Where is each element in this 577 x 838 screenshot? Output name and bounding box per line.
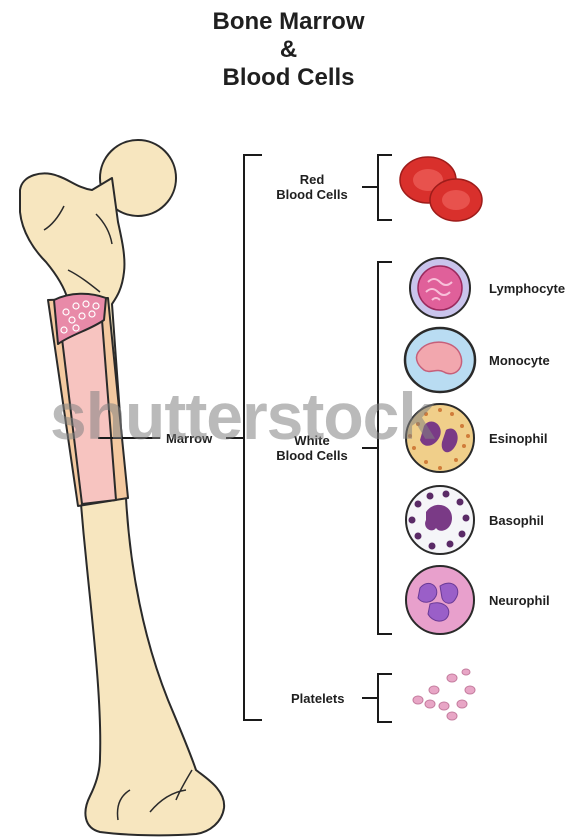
main-bracket (244, 155, 262, 720)
red-label-line-2: Blood Cells (276, 187, 348, 202)
esinophil-label: Esinophil (489, 431, 548, 446)
basophil-label: Basophil (489, 513, 544, 528)
lymphocyte-label: Lymphocyte (489, 281, 565, 296)
red-cells-bracket (378, 155, 392, 220)
platelets-label: Platelets (291, 691, 344, 706)
white-label-line-1: White (294, 433, 329, 448)
marrow-label: Marrow (166, 431, 212, 446)
red-label-line-1: Red (300, 172, 325, 187)
platelets-bracket (378, 674, 392, 722)
white-blood-cells-label: White Blood Cells (262, 433, 362, 463)
esinophil-icon (406, 404, 474, 472)
basophil-icon (406, 486, 474, 554)
femur-bone (20, 140, 224, 835)
white-cells-bracket (378, 262, 392, 634)
neurophil-icon (406, 566, 474, 634)
platelets-icon (413, 669, 475, 720)
lymphocyte-icon (410, 258, 470, 318)
white-label-line-2: Blood Cells (276, 448, 348, 463)
red-blood-cells-icon (400, 157, 482, 221)
red-blood-cells-label: Red Blood Cells (262, 172, 362, 202)
monocyte-icon (405, 328, 475, 392)
bone-shaft (20, 174, 224, 836)
neurophil-label: Neurophil (489, 593, 550, 608)
monocyte-label: Monocyte (489, 353, 550, 368)
